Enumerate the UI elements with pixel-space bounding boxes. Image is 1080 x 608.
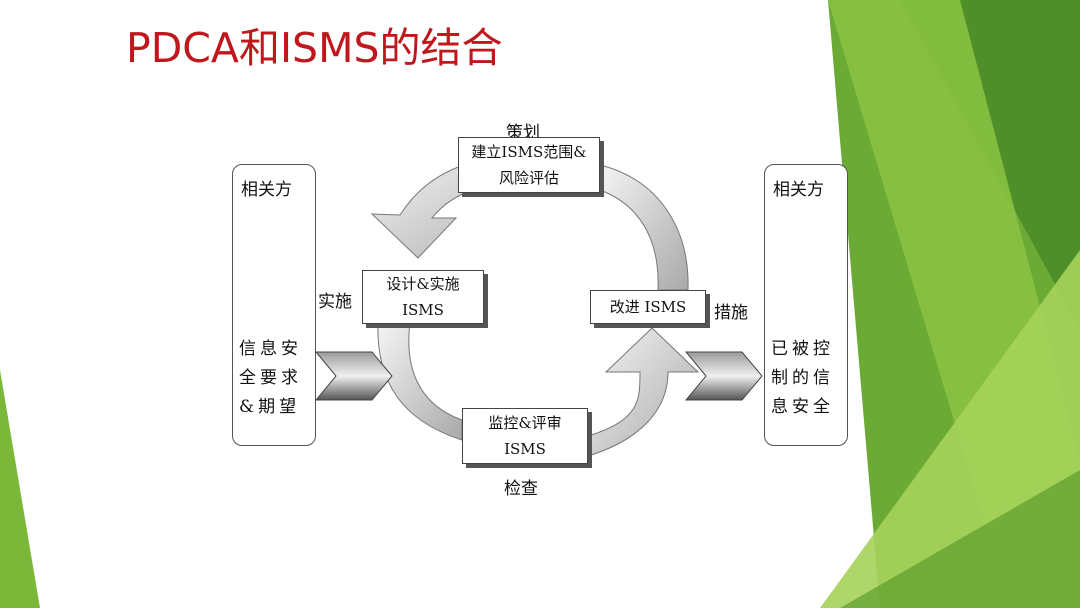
cycle-arrow-check-to-act: [587, 327, 700, 457]
slide-title: PDCA和ISMS的结合: [126, 24, 503, 72]
check-box-line1: 监控&评审: [488, 414, 562, 432]
output-chevron-arrow: [684, 351, 763, 401]
left-stakeholder-panel: 相关方 信息安全要求&期望: [232, 164, 316, 446]
right-stakeholder-text: 已被控制的信息安全: [771, 339, 834, 417]
plan-box-line1: 建立ISMS范围&: [471, 143, 587, 161]
do-box-line1: 设计&实施: [386, 275, 460, 293]
act-box: 改进 ISMS: [590, 290, 706, 324]
plan-box-line2: 风险评估: [498, 169, 559, 187]
right-stakeholder-panel: 相关方 已被控制的信息安全: [764, 164, 848, 446]
left-stakeholder-heading: 相关方: [241, 180, 292, 200]
act-label: 措施: [714, 303, 748, 323]
right-stakeholder-heading: 相关方: [773, 180, 824, 200]
cycle-arrow-act-to-plan: [599, 164, 689, 291]
plan-box: 建立ISMS范围& 风险评估: [458, 137, 600, 193]
check-label: 检查: [504, 479, 538, 499]
input-chevron-arrow: [314, 351, 393, 401]
green-panel-bottom: [840, 470, 1080, 608]
check-box: 监控&评审 ISMS: [462, 408, 588, 464]
check-box-line2: ISMS: [504, 440, 546, 458]
do-label: 实施: [318, 292, 352, 312]
do-box: 设计&实施 ISMS: [362, 270, 484, 324]
green-panel-left: [0, 370, 40, 608]
do-box-line2: ISMS: [402, 301, 444, 319]
cycle-arrow-do-to-check: [377, 321, 463, 441]
left-stakeholder-text: 信息安全要求&期望: [239, 339, 302, 417]
act-box-line1: 改进 ISMS: [609, 298, 687, 316]
